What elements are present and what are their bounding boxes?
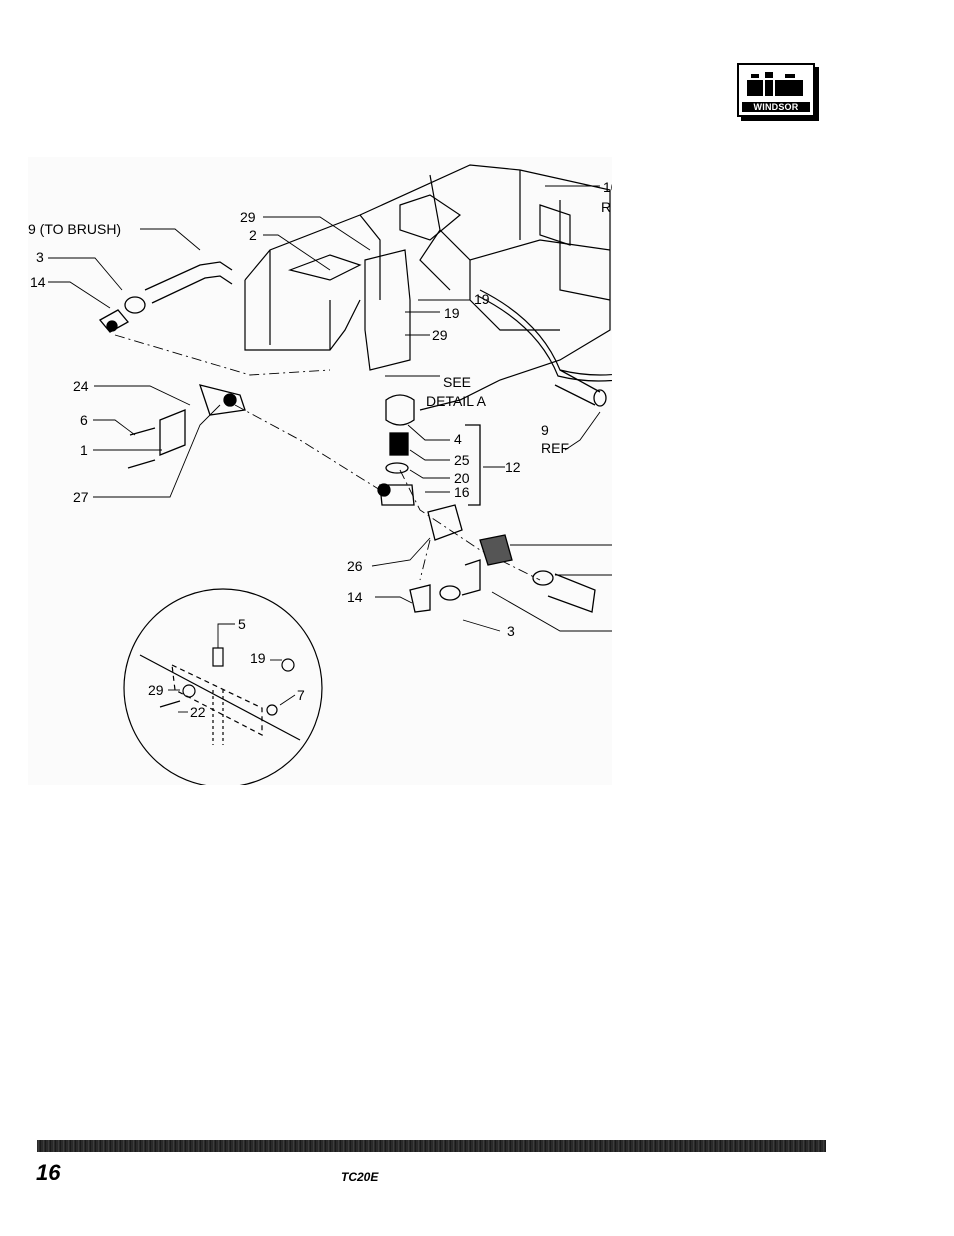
exploded-view: 9 (TO BRUSH) 3 14 29 2 10 REF 19 19 29 S… xyxy=(28,164,612,785)
filter-assembly xyxy=(377,394,481,506)
label-9-ref: REF xyxy=(541,440,569,456)
center-lines xyxy=(114,334,541,581)
label-9-ref-number: 9 xyxy=(541,422,549,438)
label-20: 20 xyxy=(454,470,470,486)
label-14: 14 xyxy=(30,274,46,290)
label-2: 2 xyxy=(249,227,257,243)
elbow-clamp-left xyxy=(98,296,146,333)
detail-label-7: 7 xyxy=(297,687,305,703)
label-12: 12 xyxy=(505,459,521,475)
detail-label-5: 5 xyxy=(238,616,246,632)
page-number: 16 xyxy=(36,1160,61,1185)
label-10-ref: REF xyxy=(601,199,612,215)
label-27: 27 xyxy=(73,489,89,505)
detail-label-19: 19 xyxy=(250,650,266,666)
label-detail-a: DETAIL A xyxy=(426,393,487,409)
detail-label-22: 22 xyxy=(190,704,206,720)
label-19-upper: 19 xyxy=(474,291,490,307)
logo-brand-text: WINDSOR xyxy=(742,102,810,112)
valve-bracket xyxy=(127,384,246,469)
label-19-lower: 19 xyxy=(444,305,460,321)
callout-labels: 9 (TO BRUSH) 3 14 29 2 10 REF 19 19 29 S… xyxy=(28,179,612,720)
label-25: 25 xyxy=(454,452,470,468)
label-1: 1 xyxy=(80,442,88,458)
parts-diagram: 9 (TO BRUSH) 3 14 29 2 10 REF 19 19 29 S… xyxy=(28,157,612,785)
label-10-ref-number: 10 xyxy=(603,179,612,195)
hose-ref xyxy=(554,369,607,407)
label-29-lower: 29 xyxy=(432,327,448,343)
label-16: 16 xyxy=(454,484,470,500)
label-6: 6 xyxy=(80,412,88,428)
model-name: TC20E xyxy=(341,1170,379,1184)
label-26: 26 xyxy=(347,558,363,574)
machine-frame xyxy=(244,164,612,411)
label-see: SEE xyxy=(443,374,471,390)
label-3: 3 xyxy=(36,249,44,265)
windsor-logo: WINDSOR xyxy=(737,63,815,117)
hose-to-brush xyxy=(144,261,233,304)
windsor-logo-icon xyxy=(747,72,803,96)
label-4: 4 xyxy=(454,431,462,447)
label-14-lower: 14 xyxy=(347,589,363,605)
label-29: 29 xyxy=(240,209,256,225)
detail-label-29: 29 xyxy=(148,682,164,698)
tee-fitting-hose xyxy=(409,504,596,613)
label-24: 24 xyxy=(73,378,89,394)
label-9-to-brush: 9 (TO BRUSH) xyxy=(28,221,121,237)
label-3-lower: 3 xyxy=(507,623,515,639)
footer-rule xyxy=(37,1140,826,1152)
leader-lines xyxy=(48,185,612,713)
